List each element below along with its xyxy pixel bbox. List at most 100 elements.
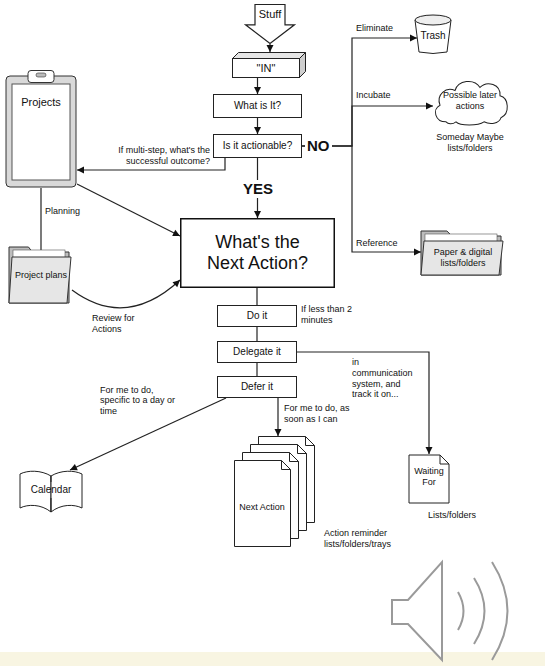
plans-folder-outline-part [9, 257, 71, 303]
node-text: Someday Maybe lists/folders [430, 132, 510, 153]
action-box: Defer it [217, 376, 297, 398]
connector-path [256, 288, 257, 305]
connector-line [257, 327, 258, 341]
node-text: Projects [13, 96, 69, 109]
node-text: Action reminder lists/folders/trays [324, 528, 414, 549]
node-text: What is It? [234, 100, 281, 112]
projects-clipboard: Projects [5, 70, 77, 188]
node-text: Lists/folders [428, 510, 488, 521]
action-box-outline-part [218, 342, 297, 363]
node-text: Stuff [245, 8, 295, 21]
branch-label: NO [305, 137, 332, 155]
waiting-document: Waiting ForLists/folders [408, 454, 488, 524]
node-text: Waiting For [410, 466, 448, 487]
edge-label: Incubate [356, 90, 416, 101]
node-text: Possible later actions [442, 90, 498, 111]
flow-arrow [72, 280, 180, 308]
connector-line [41, 188, 42, 252]
action-box: Do it [217, 305, 297, 327]
node-text: Trash [414, 30, 452, 42]
node-text: Is it actionable? [223, 140, 293, 152]
connector-path [40, 188, 41, 252]
someday-cloud-outline-part-part [435, 81, 507, 124]
speaker-cone [392, 562, 442, 660]
node-text: Paper & digital lists/folders [428, 247, 498, 268]
stuff-arrow: Stuff [245, 4, 295, 44]
next-action-stack-outline-part [235, 461, 291, 547]
decision-box-outline-part [214, 135, 302, 158]
arrow-head [77, 167, 84, 174]
node-text: Calendar [18, 484, 84, 496]
someday-cloud-outline-part [435, 81, 507, 124]
flow-arrow [267, 44, 274, 52]
process-box: What is It? [213, 94, 302, 118]
arrow-head [254, 87, 261, 94]
in-tray-outline-part [300, 53, 306, 78]
arrow-head [172, 230, 180, 236]
connector-path [70, 398, 226, 470]
in-tray-outline-part [233, 53, 306, 59]
speaker-icon [392, 562, 508, 660]
action-box-outline-part [218, 306, 297, 327]
next-action-stack-outline-part [282, 461, 291, 470]
connector-line [257, 288, 258, 305]
reference-folder: Paper & digital lists/folders [420, 228, 504, 276]
connector-line [257, 363, 258, 376]
note-label: If less than 2 minutes [301, 304, 353, 326]
stuff-arrow-outline-part [246, 5, 295, 44]
projects-clipboard-outline-part [6, 76, 76, 187]
node-text: Next Action [237, 502, 287, 513]
edge-label: For me to do, specific to a day or time [100, 385, 176, 417]
arrow-head [275, 429, 282, 436]
node-text: Project plans [14, 270, 68, 281]
arrow-head [426, 447, 433, 454]
node-text: What's the Next Action? [202, 232, 314, 273]
projects-clipboard-outline-part [12, 84, 70, 180]
edge-label: For me to do, as soon as I can [284, 403, 352, 425]
flow-arrow [275, 398, 282, 436]
next-action-stack-outline-part [290, 453, 299, 462]
arrow-head [410, 35, 417, 42]
someday-cloud: Possible later actionsSomeday Maybe list… [430, 76, 510, 160]
next-action-box: What's the Next Action? [180, 218, 335, 288]
node-text: Defer it [241, 381, 273, 393]
in-tray: "IN" [232, 52, 306, 78]
edge-label: in communication system, and track it on… [352, 357, 422, 400]
connector-path [256, 327, 257, 341]
connector-path [77, 184, 180, 236]
next-action-stack: Next ActionAction reminder lists/folders… [234, 436, 434, 550]
action-box: Delegate it [217, 341, 297, 363]
edge-label: Reference [356, 238, 416, 249]
arrow-head [254, 127, 261, 134]
flow-arrow [302, 35, 417, 147]
projects-clipboard-outline [5, 70, 77, 188]
node-text: Delegate it [233, 346, 281, 358]
plans-folder: Project plans [8, 244, 72, 304]
calendar-book: Calendar [18, 466, 84, 514]
next-action-stack-outline-part [306, 437, 315, 446]
arrow-head [414, 249, 421, 256]
reference-folder-outline-part [421, 241, 503, 275]
sound-wave [474, 578, 485, 644]
action-box-outline-part [218, 377, 297, 398]
bottom-band [0, 652, 545, 666]
process-box-outline-part [214, 95, 302, 118]
flow-arrow [254, 118, 261, 134]
arrow-head [172, 280, 180, 287]
next-action-box-outline-part [181, 219, 335, 288]
next-action-stack-outline [234, 436, 320, 548]
connector-path [72, 280, 180, 308]
trash-bucket: Trash [414, 14, 452, 54]
arrow-head [426, 103, 433, 110]
arrow-head [254, 211, 261, 218]
node-text: "IN" [257, 62, 276, 75]
projects-clipboard-outline-part [36, 73, 46, 77]
edge-label: If multi-step, what's the successful out… [88, 145, 210, 167]
arrow-head [267, 45, 274, 52]
projects-clipboard-outline-part [28, 71, 54, 83]
next-action-stack-outline-part [298, 445, 307, 454]
trash-bucket-outline-part [415, 15, 451, 25]
sound-wave [458, 592, 464, 630]
edge-label: Review for Actions [92, 313, 154, 335]
